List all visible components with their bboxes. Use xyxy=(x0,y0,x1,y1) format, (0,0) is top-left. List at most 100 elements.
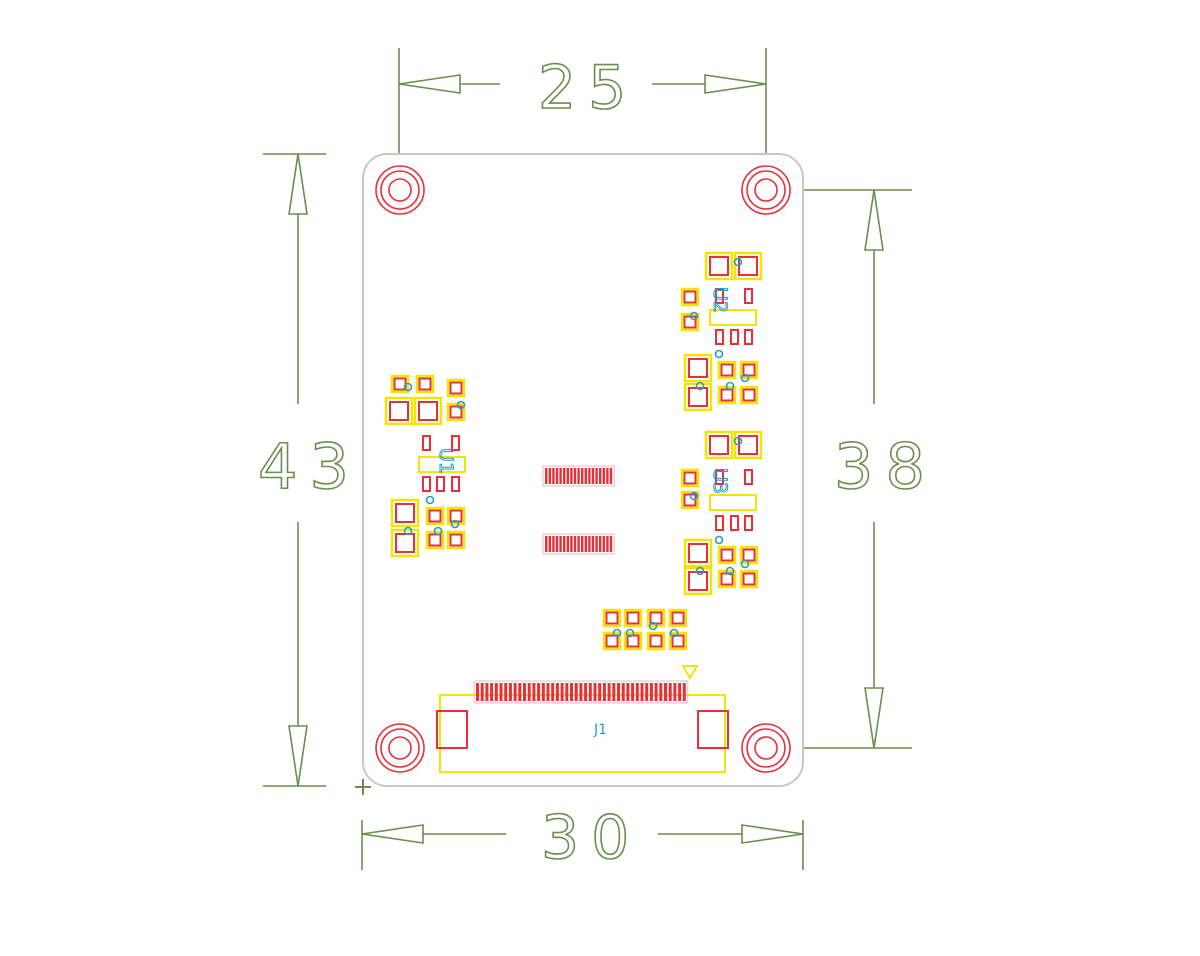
dimension-bottom xyxy=(361,820,804,870)
fine-pitch-pad xyxy=(555,536,559,552)
j1-pin xyxy=(476,683,479,701)
j1-pin xyxy=(682,683,686,701)
j1-pin xyxy=(508,683,512,701)
fine-pitch-pad xyxy=(599,536,602,552)
j1-pin xyxy=(523,683,526,701)
j1-pin xyxy=(649,683,653,701)
fine-pitch-pad xyxy=(552,468,555,484)
dimension-top xyxy=(398,48,767,155)
fine-pitch-pads-upper xyxy=(542,465,615,487)
j1-pin xyxy=(499,683,503,701)
fine-pitch-pad-outline xyxy=(542,465,615,487)
fine-pitch-pad xyxy=(559,536,562,552)
j1-pin-outline xyxy=(473,680,689,704)
j1-pin xyxy=(602,683,606,701)
u3-footprint xyxy=(680,430,763,596)
j1-pin xyxy=(593,683,597,701)
fine-pitch-pad xyxy=(573,536,577,552)
fine-pitch-pad xyxy=(609,468,613,484)
j1-pin xyxy=(504,683,508,701)
fine-pitch-pad xyxy=(566,536,569,552)
j1-pin xyxy=(626,683,630,701)
fine-pitch-pad xyxy=(599,468,602,484)
j1-pin xyxy=(640,683,644,701)
j1-pin xyxy=(664,683,667,701)
refdes-u3: U3 xyxy=(709,468,731,494)
j1-pin xyxy=(659,683,663,701)
j1-pin xyxy=(541,683,545,701)
fine-pitch-pad xyxy=(588,536,591,552)
dimension-label-right: 38 xyxy=(834,430,937,503)
j1-pin xyxy=(607,683,611,701)
fine-pitch-pad xyxy=(595,468,598,484)
j1-pin xyxy=(584,683,588,701)
j1-pin xyxy=(518,683,522,701)
fine-pitch-pad xyxy=(577,536,580,552)
fine-pitch-pad xyxy=(595,536,598,552)
j1-pin xyxy=(621,683,625,701)
j1-pin xyxy=(635,683,639,701)
fine-pitch-pad xyxy=(581,468,584,484)
j1-pin xyxy=(537,683,541,701)
j1-pin xyxy=(673,683,677,701)
u1-footprint xyxy=(384,374,466,558)
fine-pitch-pad xyxy=(548,468,551,484)
fine-pitch-pad-outline xyxy=(542,533,615,555)
j1-pin xyxy=(678,683,682,701)
dimension-label-top: 25 xyxy=(538,53,638,123)
j1-pin xyxy=(565,683,569,701)
j1-pin xyxy=(579,683,583,701)
fine-pitch-pad xyxy=(581,536,584,552)
dimension-left xyxy=(263,153,326,787)
fine-pitch-pad xyxy=(545,536,548,552)
fine-pitch-pad xyxy=(552,536,555,552)
fine-pitch-pad xyxy=(606,468,609,484)
fine-pitch-pad xyxy=(563,536,566,552)
fine-pitch-pad xyxy=(559,468,562,484)
fine-pitch-pad xyxy=(588,468,591,484)
j1-pin xyxy=(654,683,658,701)
j1-pin xyxy=(485,683,489,701)
dimension-label-left: 43 xyxy=(258,430,361,503)
u2-footprint xyxy=(680,251,763,412)
fine-pitch-pad xyxy=(591,468,595,484)
j1-pin xyxy=(555,683,559,701)
j1-pin xyxy=(617,683,620,701)
j1-pin xyxy=(532,683,536,701)
j1-pin xyxy=(631,683,635,701)
j1-pin xyxy=(494,683,498,701)
refdes-u1: U1 xyxy=(435,448,457,474)
j1-pin-row xyxy=(473,680,689,704)
j1-pin xyxy=(668,683,672,701)
fine-pitch-pad xyxy=(577,468,580,484)
dimension-label-bottom: 30 xyxy=(541,803,641,873)
fine-pitch-pad xyxy=(570,468,573,484)
fine-pitch-pad xyxy=(573,468,577,484)
j1-connector-footprint xyxy=(436,665,729,773)
j1-pin xyxy=(570,683,573,701)
fine-pitch-pad xyxy=(602,468,605,484)
j1-pin xyxy=(513,683,517,701)
j1-pin xyxy=(574,683,578,701)
j1-pin xyxy=(645,683,649,701)
j1-pin xyxy=(612,683,616,701)
fine-pitch-pad xyxy=(584,536,587,552)
j1-pin xyxy=(480,683,484,701)
j1-pin xyxy=(490,683,494,701)
refdes-u2: U2 xyxy=(709,287,731,313)
fine-pitch-pad xyxy=(584,468,587,484)
fine-pitch-pad xyxy=(609,536,613,552)
j1-pin xyxy=(588,683,592,701)
fine-pitch-pad xyxy=(591,536,595,552)
origin-marker xyxy=(355,779,371,795)
refdes-j1: J1 xyxy=(593,722,607,738)
fine-pitch-pad xyxy=(602,536,605,552)
fine-pitch-pad xyxy=(566,468,569,484)
fine-pitch-pads-lower xyxy=(542,533,615,555)
fine-pitch-pad xyxy=(563,468,566,484)
dimension-right xyxy=(804,189,912,749)
j1-pin xyxy=(598,683,602,701)
j1-pin xyxy=(560,683,564,701)
fine-pitch-pad xyxy=(606,536,609,552)
